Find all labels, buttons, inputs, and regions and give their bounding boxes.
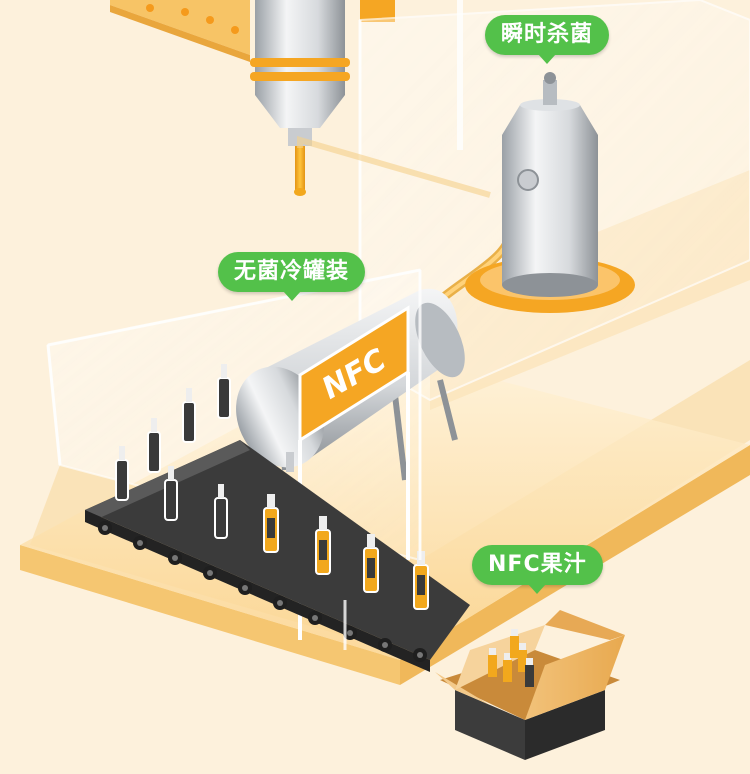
box-bottles	[488, 629, 534, 687]
sterilization-tank	[465, 72, 635, 313]
filled-bottles	[263, 494, 429, 610]
box-icon	[435, 610, 625, 760]
bottle-icon	[115, 446, 129, 501]
bottle-icon	[214, 484, 228, 539]
sterilization-label: 瞬时杀菌	[485, 15, 610, 64]
orange-fruits	[146, 4, 239, 34]
top-conveyor	[110, 0, 395, 62]
bottle-icon	[363, 534, 379, 593]
bottle-icon	[182, 388, 196, 443]
aseptic-filling-label: 无菌冷罐装	[218, 252, 366, 301]
bottle-icon	[263, 494, 279, 553]
nfc-juice-label: NFC果汁	[472, 545, 603, 594]
bottle-icon	[147, 418, 161, 473]
bottle-icon	[315, 516, 331, 575]
upper-hopper	[250, 0, 350, 196]
bottle-icon	[217, 364, 231, 419]
empty-bottles	[115, 364, 231, 539]
bottle-icon	[164, 466, 178, 521]
